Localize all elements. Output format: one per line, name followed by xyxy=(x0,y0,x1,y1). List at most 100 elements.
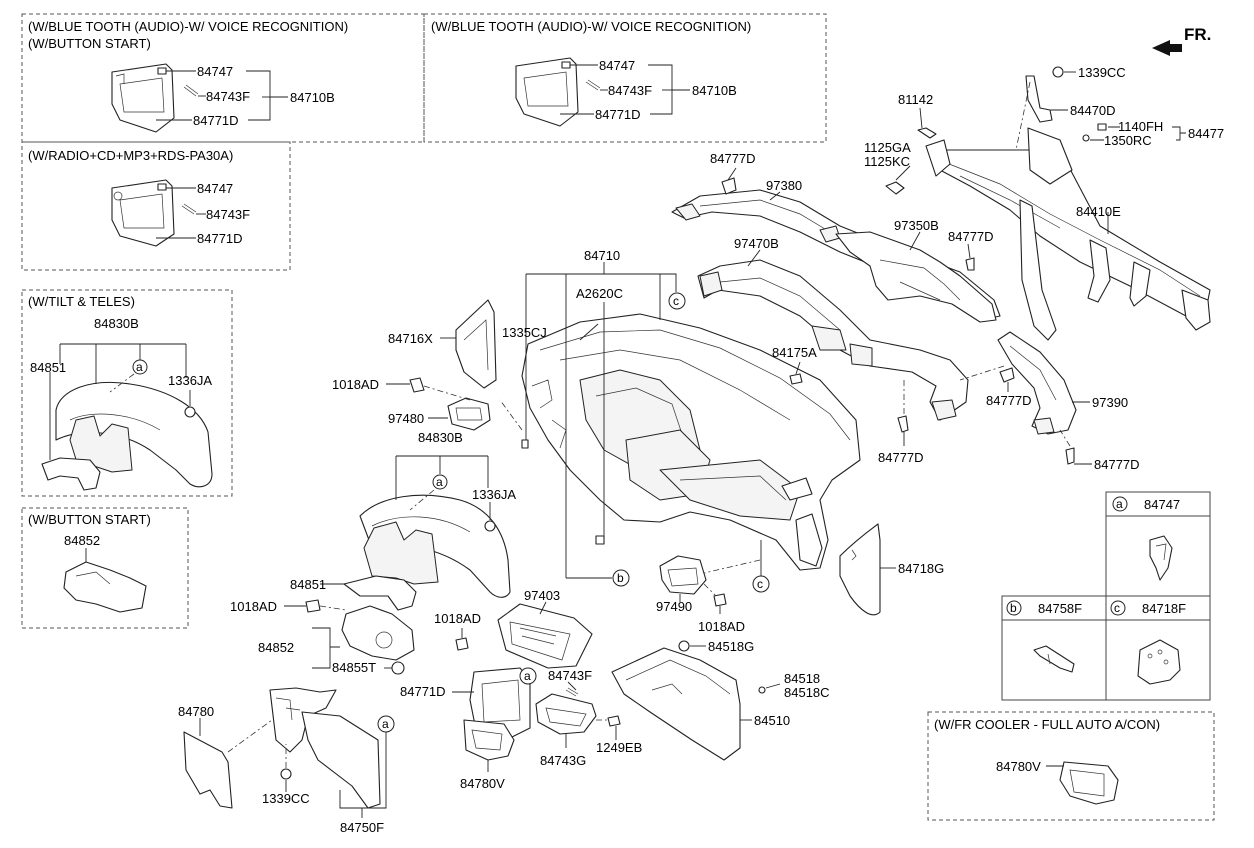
legend-part-b: 84758F xyxy=(1038,601,1082,616)
vent-97480: 1018AD 97480 xyxy=(332,377,491,431)
crash-pad-84710 xyxy=(499,313,861,575)
cowl-crossbar-assembly: 1339CC 84470D 81142 1140FH 1350RC 84477 … xyxy=(864,65,1224,341)
label-97380: 97380 xyxy=(766,178,802,193)
box-title: (W/BUTTON START) xyxy=(28,512,151,527)
side-cover-84716X: 84716X xyxy=(388,299,497,389)
box-title: (W/FR COOLER - FULL AUTO A/CON) xyxy=(934,717,1160,732)
legend-part-a: 84747 xyxy=(1144,497,1180,512)
front-direction-label: FR. xyxy=(1184,25,1211,44)
svg-text:a: a xyxy=(524,669,531,683)
label-84716X: 84716X xyxy=(388,331,433,346)
label-84771D: 84771D xyxy=(193,113,239,128)
label-84750F: 84750F xyxy=(340,820,384,835)
label-1140FH: 1140FH xyxy=(1118,119,1163,134)
label-84777D: 84777D xyxy=(1094,457,1140,472)
right-vent-97490: 97490 1018AD xyxy=(656,555,745,634)
steering-shroud-parts: 84851 1018AD 84852 84855T xyxy=(230,575,417,675)
screws-84777D: 84777D 84777D 84777D xyxy=(878,365,1140,472)
svg-text:a: a xyxy=(136,360,143,374)
label-84718G: 84718G xyxy=(898,561,944,576)
lower-panels: 84780 1339CC a 84750F xyxy=(178,687,395,835)
option-box-radio: (W/RADIO+CD+MP3+RDS-PA30A) xyxy=(21,141,291,271)
duct-97350B: 97350B 84777D xyxy=(835,218,997,323)
legend-letter-c: c xyxy=(1114,601,1120,615)
label-84175A: 84175A xyxy=(772,345,817,360)
label-84710: 84710 xyxy=(584,248,620,263)
front-direction-arrow-icon: FR. xyxy=(1152,25,1211,56)
legend-part-c: 84718F xyxy=(1142,601,1186,616)
label-84830B: 84830B xyxy=(94,316,139,331)
callout-a xyxy=(432,474,448,490)
label-1125KC: 1125KC xyxy=(864,154,910,169)
label-1336JA: 1336JA xyxy=(472,487,516,502)
label-97480: 97480 xyxy=(388,411,424,426)
duct-97470B: 97470B xyxy=(697,236,969,421)
label-81142: 81142 xyxy=(898,92,933,107)
cluster-facia-84830B: 84830B 1336JA a xyxy=(359,430,516,598)
label-84777D: 84777D xyxy=(986,393,1032,408)
label-84710B: 84710B xyxy=(290,90,335,105)
callout-b xyxy=(612,569,630,587)
label-1335CJ: 1335CJ xyxy=(502,325,547,340)
box-title: (W/BLUE TOOTH (AUDIO)-W/ VOICE RECOGNITI… xyxy=(431,19,751,34)
label-1336JA: 1336JA xyxy=(168,373,212,388)
label-84771D: 84771D xyxy=(400,684,446,699)
label-84747: 84747 xyxy=(197,64,233,79)
callout-a xyxy=(132,359,148,375)
svg-text:c: c xyxy=(673,294,679,308)
option-box-bt-voice-button-start: (W/BLUE TOOTH (AUDIO)-W/ VOICE RECOGNITI… xyxy=(21,13,425,143)
box-title: (W/BLUE TOOTH (AUDIO)-W/ VOICE RECOGNITI… xyxy=(28,19,348,34)
glove-box-84510: 84518G 84518 84518C 84510 xyxy=(611,639,830,761)
option-box-cooler: (W/FR COOLER - FULL AUTO A/CON) xyxy=(927,711,1215,821)
box-subtitle: (W/BUTTON START) xyxy=(28,36,151,51)
option-box-tilt: (W/TILT & TELES) xyxy=(21,289,233,497)
box1-parts: 84747 84743F 84771D 84710B xyxy=(111,63,335,133)
label-97350B: 97350B xyxy=(894,218,939,233)
callout-c xyxy=(668,292,686,310)
label-97403: 97403 xyxy=(524,588,560,603)
label-84518G: 84518G xyxy=(708,639,754,654)
center-facia-84771D: 84771D 84780V a 84743F 84743G 1249EB xyxy=(400,667,642,791)
label-97490: 97490 xyxy=(656,599,692,614)
clip-84175A: 84175A xyxy=(772,345,817,385)
label-84777D: 84777D xyxy=(948,229,994,244)
label-84743F: 84743F xyxy=(548,668,592,683)
label-84747: 84747 xyxy=(197,181,233,196)
label-84518: 84518 xyxy=(784,671,820,686)
label-A2620C: A2620C xyxy=(576,286,623,301)
label-84771D: 84771D xyxy=(197,231,243,246)
side-cover-84718G: 84718G xyxy=(839,523,944,616)
label-1018AD: 1018AD xyxy=(230,599,277,614)
option-box-button-start: (W/BUTTON START) xyxy=(21,507,189,629)
svg-text:b: b xyxy=(617,571,624,585)
label-84780V: 84780V xyxy=(996,759,1041,774)
legend-letter-a: a xyxy=(1116,497,1123,511)
label-1350RC: 1350RC xyxy=(1104,133,1152,148)
label-1339CC: 1339CC xyxy=(262,791,310,806)
label-84743G: 84743G xyxy=(540,753,586,768)
label-84780V: 84780V xyxy=(460,776,505,791)
legend-table: a 84747 b 84758F c 84718F xyxy=(1001,491,1211,701)
label-1018AD: 1018AD xyxy=(332,377,379,392)
svg-text:c: c xyxy=(757,577,763,591)
label-84710B: 84710B xyxy=(692,83,737,98)
label-1125GA: 1125GA xyxy=(864,140,911,155)
leaders-84710: 84710 A2620C 1335CJ c b c xyxy=(502,248,770,593)
label-1018AD: 1018AD xyxy=(434,611,481,626)
label-84510: 84510 xyxy=(754,713,790,728)
box3-parts: 84747 84743F 84771D xyxy=(111,179,250,247)
label-84851: 84851 xyxy=(290,577,326,592)
svg-text:a: a xyxy=(436,475,443,489)
label-84852: 84852 xyxy=(64,533,100,548)
callout-a xyxy=(519,667,537,685)
label-84830B: 84830B xyxy=(418,430,463,445)
box-title: (W/RADIO+CD+MP3+RDS-PA30A) xyxy=(28,148,233,163)
cooler-box-parts: 84780V xyxy=(996,759,1119,805)
label-1018AD: 1018AD xyxy=(698,619,745,634)
label-84743F: 84743F xyxy=(608,83,652,98)
label-84855T: 84855T xyxy=(332,660,376,675)
label-84851: 84851 xyxy=(30,360,66,375)
label-84777D: 84777D xyxy=(878,450,924,465)
label-84410E: 84410E xyxy=(1076,204,1121,219)
